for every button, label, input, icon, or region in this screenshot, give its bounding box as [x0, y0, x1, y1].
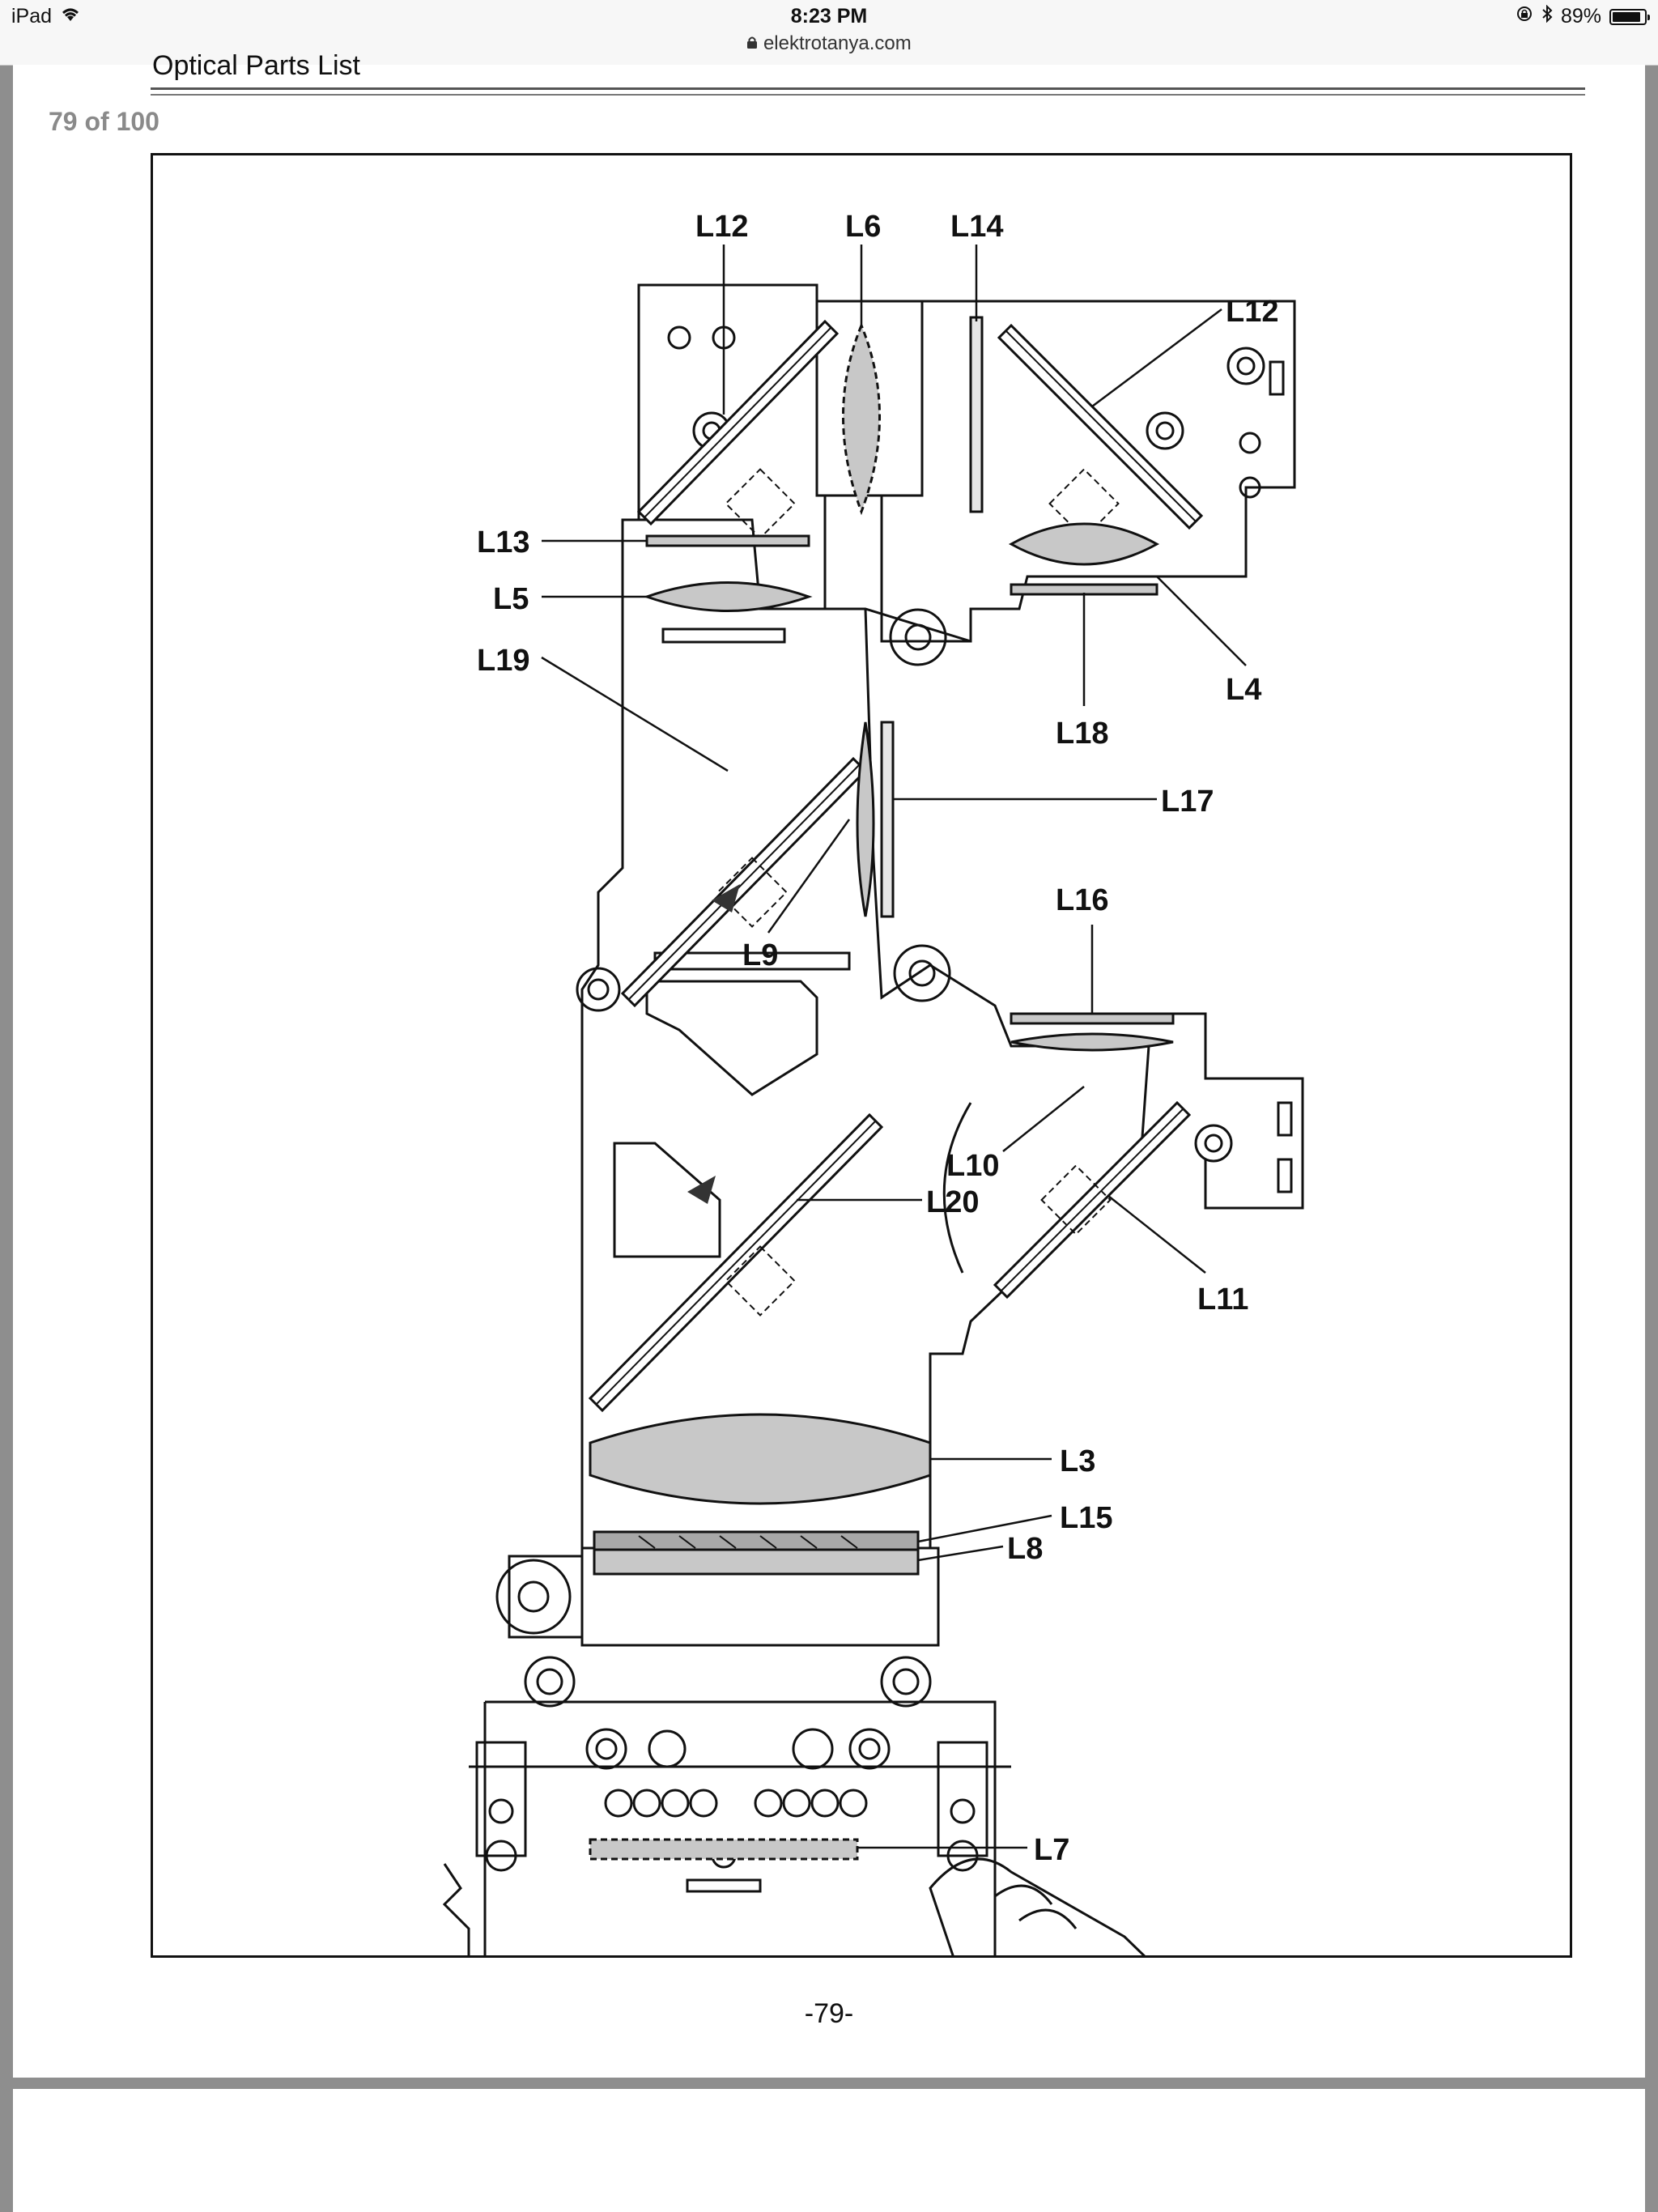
label-l8: L8 — [1007, 1532, 1043, 1566]
label-l10: L10 — [946, 1149, 999, 1183]
bluetooth-icon — [1541, 4, 1553, 28]
label-l12-top: L12 — [695, 210, 748, 244]
header-rule-secondary — [151, 94, 1585, 96]
orientation-lock-icon — [1516, 5, 1533, 28]
label-l5: L5 — [493, 582, 529, 616]
status-left: iPad — [11, 5, 81, 28]
battery-level — [1613, 11, 1640, 22]
label-l3: L3 — [1060, 1444, 1095, 1478]
label-l13: L13 — [477, 525, 529, 559]
lock-icon — [746, 32, 763, 54]
url-text[interactable]: elektrotanya.com — [763, 32, 912, 54]
label-l6: L6 — [845, 210, 881, 244]
page-header-title: Optical Parts List — [152, 50, 360, 81]
light-arrow-icon — [687, 1176, 716, 1204]
address-bar[interactable]: elektrotanya.com — [0, 32, 1658, 55]
status-time: 8:23 PM — [790, 5, 868, 28]
label-l20: L20 — [926, 1185, 979, 1219]
label-l9: L9 — [742, 938, 778, 972]
battery-percent: 89% — [1560, 5, 1601, 28]
label-l18: L18 — [1056, 717, 1108, 751]
label-l4: L4 — [1226, 673, 1261, 707]
next-pdf-page[interactable] — [13, 2089, 1645, 2212]
label-l19: L19 — [477, 644, 529, 678]
device-name: iPad — [11, 5, 53, 28]
wifi-icon — [60, 5, 81, 28]
status-bar: iPad 8:23 PM elektrotanya.com 89% — [0, 0, 1658, 66]
status-right: 89% — [1516, 4, 1650, 28]
page-counter: 79 of 100 — [49, 107, 159, 136]
label-l17: L17 — [1161, 785, 1214, 819]
optical-diagram-frame: L12 L6 L14 L12 L13 L5 L4 L19 L18 L17 L16… — [151, 153, 1572, 1958]
lens-labels: L12 L6 L14 L12 L13 L5 L4 L19 L18 L17 L16… — [477, 210, 1278, 1867]
label-l14: L14 — [950, 210, 1003, 244]
page-number: -79- — [804, 1998, 854, 2029]
label-l11: L11 — [1197, 1283, 1248, 1317]
label-l15: L15 — [1060, 1501, 1112, 1535]
light-arrow-icon — [712, 884, 740, 912]
pdf-page[interactable]: Optical Parts List 79 of 100 — [13, 50, 1645, 2078]
label-l7: L7 — [1034, 1833, 1069, 1867]
label-l16: L16 — [1056, 883, 1108, 917]
optical-diagram: L12 L6 L14 L12 L13 L5 L4 L19 L18 L17 L16… — [442, 210, 1304, 1955]
label-l12-right: L12 — [1226, 295, 1278, 329]
battery-icon — [1609, 8, 1650, 25]
header-rule — [151, 87, 1585, 90]
